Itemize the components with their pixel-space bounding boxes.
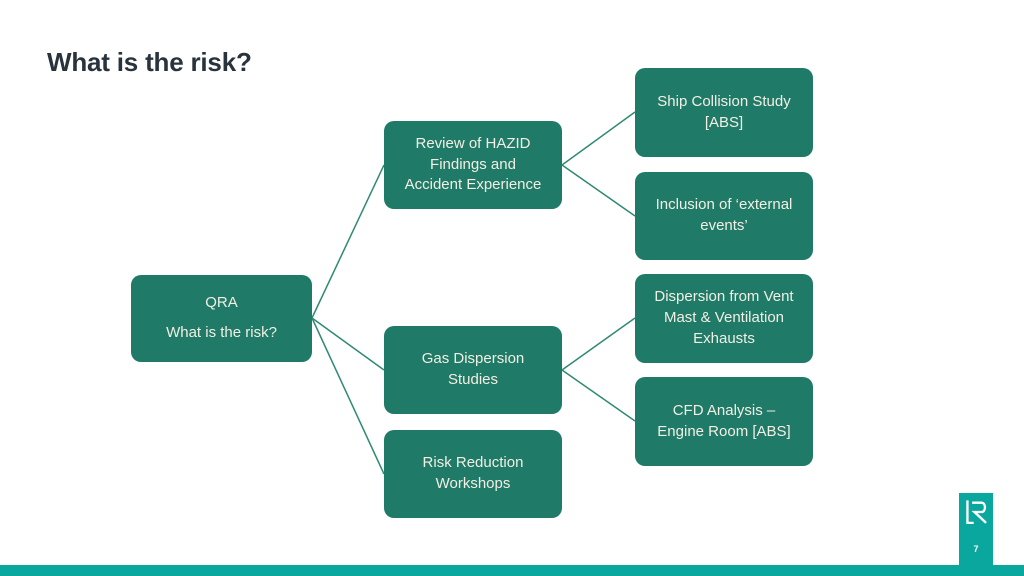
- connector-qra-hazid: [311, 164, 385, 319]
- node-cfd-engine-room: CFD Analysis – Engine Room [ABS]: [635, 377, 813, 466]
- node-qra-line1: QRA: [205, 294, 238, 312]
- node-risk-workshops: Risk Reduction Workshops: [384, 430, 562, 518]
- connector-hazid-external: [561, 164, 636, 217]
- node-qra: QRA What is the risk?: [131, 275, 312, 362]
- node-hazid-review-label: Review of HAZID Findings and Accident Ex…: [404, 134, 542, 194]
- node-qra-line2: What is the risk?: [166, 324, 277, 341]
- node-ship-collision: Ship Collision Study [ABS]: [635, 68, 813, 157]
- connector-gas-cfd: [561, 369, 636, 422]
- node-external-events-label: Inclusion of ‘external events’: [655, 196, 793, 234]
- node-hazid-review: Review of HAZID Findings and Accident Ex…: [384, 121, 562, 209]
- node-risk-workshops-label: Risk Reduction Workshops: [422, 454, 524, 492]
- connector-hazid-ship: [561, 111, 636, 166]
- footer-bar: [0, 565, 1024, 576]
- node-external-events: Inclusion of ‘external events’: [635, 172, 813, 260]
- lr-logo-icon: [966, 500, 987, 525]
- connector-qra-gas: [311, 317, 385, 371]
- node-vent-dispersion: Dispersion from Vent Mast & Ventilation …: [635, 274, 813, 363]
- node-gas-dispersion-label: Gas Dispersion Studies: [421, 350, 525, 388]
- page-title: What is the risk?: [47, 47, 252, 77]
- node-gas-dispersion: Gas Dispersion Studies: [384, 326, 562, 414]
- logo-tab: 7: [959, 493, 993, 576]
- connector-qra-risk: [311, 317, 385, 475]
- page-number: 7: [973, 544, 979, 554]
- node-ship-collision-label: Ship Collision Study [ABS]: [657, 92, 791, 131]
- connector-gas-vent: [561, 317, 636, 371]
- node-cfd-engine-room-label: CFD Analysis – Engine Room [ABS]: [657, 401, 791, 440]
- node-vent-dispersion-label: Dispersion from Vent Mast & Ventilation …: [654, 288, 794, 347]
